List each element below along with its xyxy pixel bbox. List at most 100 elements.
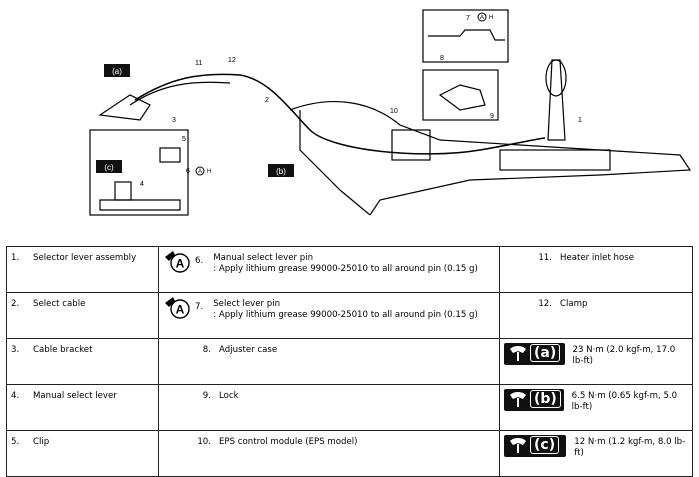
legend-item-number: 3. (11, 345, 20, 355)
legend-item-number: 4. (11, 391, 20, 401)
legend-row: 1. Selector lever assembly A 6. Manual selec… (6, 246, 693, 293)
legend-item-text: Selector lever assembly (33, 253, 137, 263)
inset-top-right (422, 9, 509, 63)
clip-upper-shape (159, 147, 181, 163)
callout-4: 4 (140, 181, 144, 188)
svg-text:(c): (c) (104, 163, 114, 172)
legend-cell: 4. Manual select lever (6, 384, 159, 431)
grease-a-icon: A (163, 249, 193, 273)
select-cable-line (134, 73, 546, 155)
legend-row: 3. Cable bracket 8. Adjuster case (a) 23 N·m … (6, 338, 693, 385)
callout-8: 8 (440, 55, 444, 62)
torque-badge-c-diagram: (c) (96, 160, 122, 173)
legend-cell: (a) 23 N·m (2.0 kgf-m, 17.0 lb-ft) (499, 338, 693, 385)
selector-cable-diagram: 1 2 3 4 5 6 7 8 9 10 11 12 (a) (c) (b) A… (89, 9, 692, 216)
legend-item-text: 23 N·m (2.0 kgf-m, 17.0 lb-ft) (572, 345, 676, 366)
selector-base (499, 149, 611, 171)
legend-item-text: Clip (33, 437, 50, 447)
legend-item-text: 12 N·m (1.2 kgf-m, 8.0 lb-ft) (574, 437, 686, 458)
legend-item-number: 8. (202, 345, 211, 355)
callout-5: 5 (182, 136, 186, 143)
svg-text:(b): (b) (276, 167, 286, 176)
torque-wrench-icon: (b) (504, 389, 564, 411)
callout-11: 11 (195, 60, 202, 67)
grease-a-icon: A (163, 295, 193, 319)
torque-badge-label: (a) (530, 344, 561, 362)
callout-1: 1 (578, 117, 582, 124)
legend-item-text: Cable bracket (33, 345, 93, 355)
svg-text:A: A (480, 15, 484, 21)
legend-item-number: 10. (197, 437, 211, 447)
torque-badge-label: (b) (530, 390, 561, 408)
legend-item-text: Select cable (33, 299, 86, 309)
legend-item-number: 11. (538, 253, 552, 263)
svg-text:A: A (176, 303, 185, 317)
eps-control-module (391, 129, 431, 161)
manual-select-lever-shape (99, 199, 181, 211)
dash-panel-outline (299, 110, 371, 216)
legend-cell: A 6. Manual select lever pin: Apply lithiu… (158, 246, 500, 293)
legend-cell: 1. Selector lever assembly (6, 246, 159, 293)
legend-cell: 11. Heater inlet hose (499, 246, 693, 293)
legend-row: 4. Manual select lever 9. Lock (b) 6.5 N·m (0… (6, 384, 693, 431)
torque-wrench-icon: (a) (504, 343, 565, 365)
legend-item-note: : Apply lithium grease 99000-25010 to al… (213, 264, 478, 274)
torque-badge-label: (c) (530, 436, 560, 454)
legend-item-note: : Apply lithium grease 99000-25010 to al… (213, 310, 478, 320)
legend-item-number: 2. (11, 299, 20, 309)
selector-knob (545, 59, 567, 97)
inset-lock-part (428, 29, 505, 41)
svg-text:H: H (489, 15, 493, 21)
callout-6: 6 (186, 168, 190, 175)
legend-cell: (b) 6.5 N·m (0.65 kgf-m, 5.0 lb-ft) (499, 384, 693, 431)
callout-12: 12 (228, 57, 236, 64)
legend-item-text: Select lever pin (213, 299, 281, 309)
legend-cell: 8. Adjuster case (158, 338, 500, 385)
svg-text:(a): (a) (112, 67, 122, 76)
legend-item-text: Manual select lever (33, 391, 117, 401)
legend-item-text: Heater inlet hose (560, 253, 635, 263)
cable-bracket-shape (98, 94, 151, 121)
legend-cell: 12. Clamp (499, 292, 693, 339)
callout-3: 3 (172, 117, 176, 124)
grease-marker-diagram-7: A H (477, 12, 493, 22)
legend-item-text: Manual select lever pin (213, 253, 314, 263)
legend-item-number: 5. (11, 437, 20, 447)
legend-item-number: 1. (11, 253, 20, 263)
legend-item-text: Adjuster case (219, 345, 278, 355)
legend-item-number: 7. (195, 302, 204, 312)
torque-badge-a-diagram: (a) (104, 64, 130, 77)
adjuster-case-shape (438, 84, 486, 111)
svg-text:H: H (207, 169, 211, 175)
legend-cell: 5. Clip (6, 430, 159, 477)
svg-text:A: A (176, 257, 185, 271)
legend-item-number: 12. (538, 299, 552, 309)
legend-item-text: 6.5 N·m (0.65 kgf-m, 5.0 lb-ft) (571, 391, 678, 412)
callout-9: 9 (490, 113, 494, 120)
clip-shape (114, 181, 132, 201)
legend-row: 2. Select cable A 7. Select lever pin: Apply… (6, 292, 693, 339)
callout-10: 10 (390, 108, 398, 115)
callout-7: 7 (466, 15, 470, 22)
callout-2: 2 (265, 97, 269, 104)
legend-item-text: EPS control module (EPS model) (219, 437, 358, 447)
legend-item-text: Clamp (560, 299, 588, 309)
legend-cell: 3. Cable bracket (6, 338, 159, 385)
legend-cell: 9. Lock (158, 384, 500, 431)
legend-cell: A 7. Select lever pin: Apply lithium greas… (158, 292, 500, 339)
legend-row: 5. Clip 10. EPS control module (EPS model) (… (6, 430, 693, 477)
svg-text:A: A (198, 169, 202, 175)
legend-item-number: 6. (195, 256, 204, 266)
legend-cell: (c) 12 N·m (1.2 kgf-m, 8.0 lb-ft) (499, 430, 693, 477)
legend-cell: 10. EPS control module (EPS model) (158, 430, 500, 477)
selector-lever-shaft (547, 59, 566, 141)
grease-marker-diagram-6: A H (195, 166, 211, 176)
legend-item-text: Lock (219, 391, 239, 401)
inset-adjuster (422, 69, 499, 121)
legend-cell: 2. Select cable (6, 292, 159, 339)
inset-left (89, 129, 189, 216)
torque-wrench-icon: (c) (504, 435, 567, 457)
legend-item-number: 9. (202, 391, 211, 401)
floor-panel-outline (289, 101, 692, 216)
